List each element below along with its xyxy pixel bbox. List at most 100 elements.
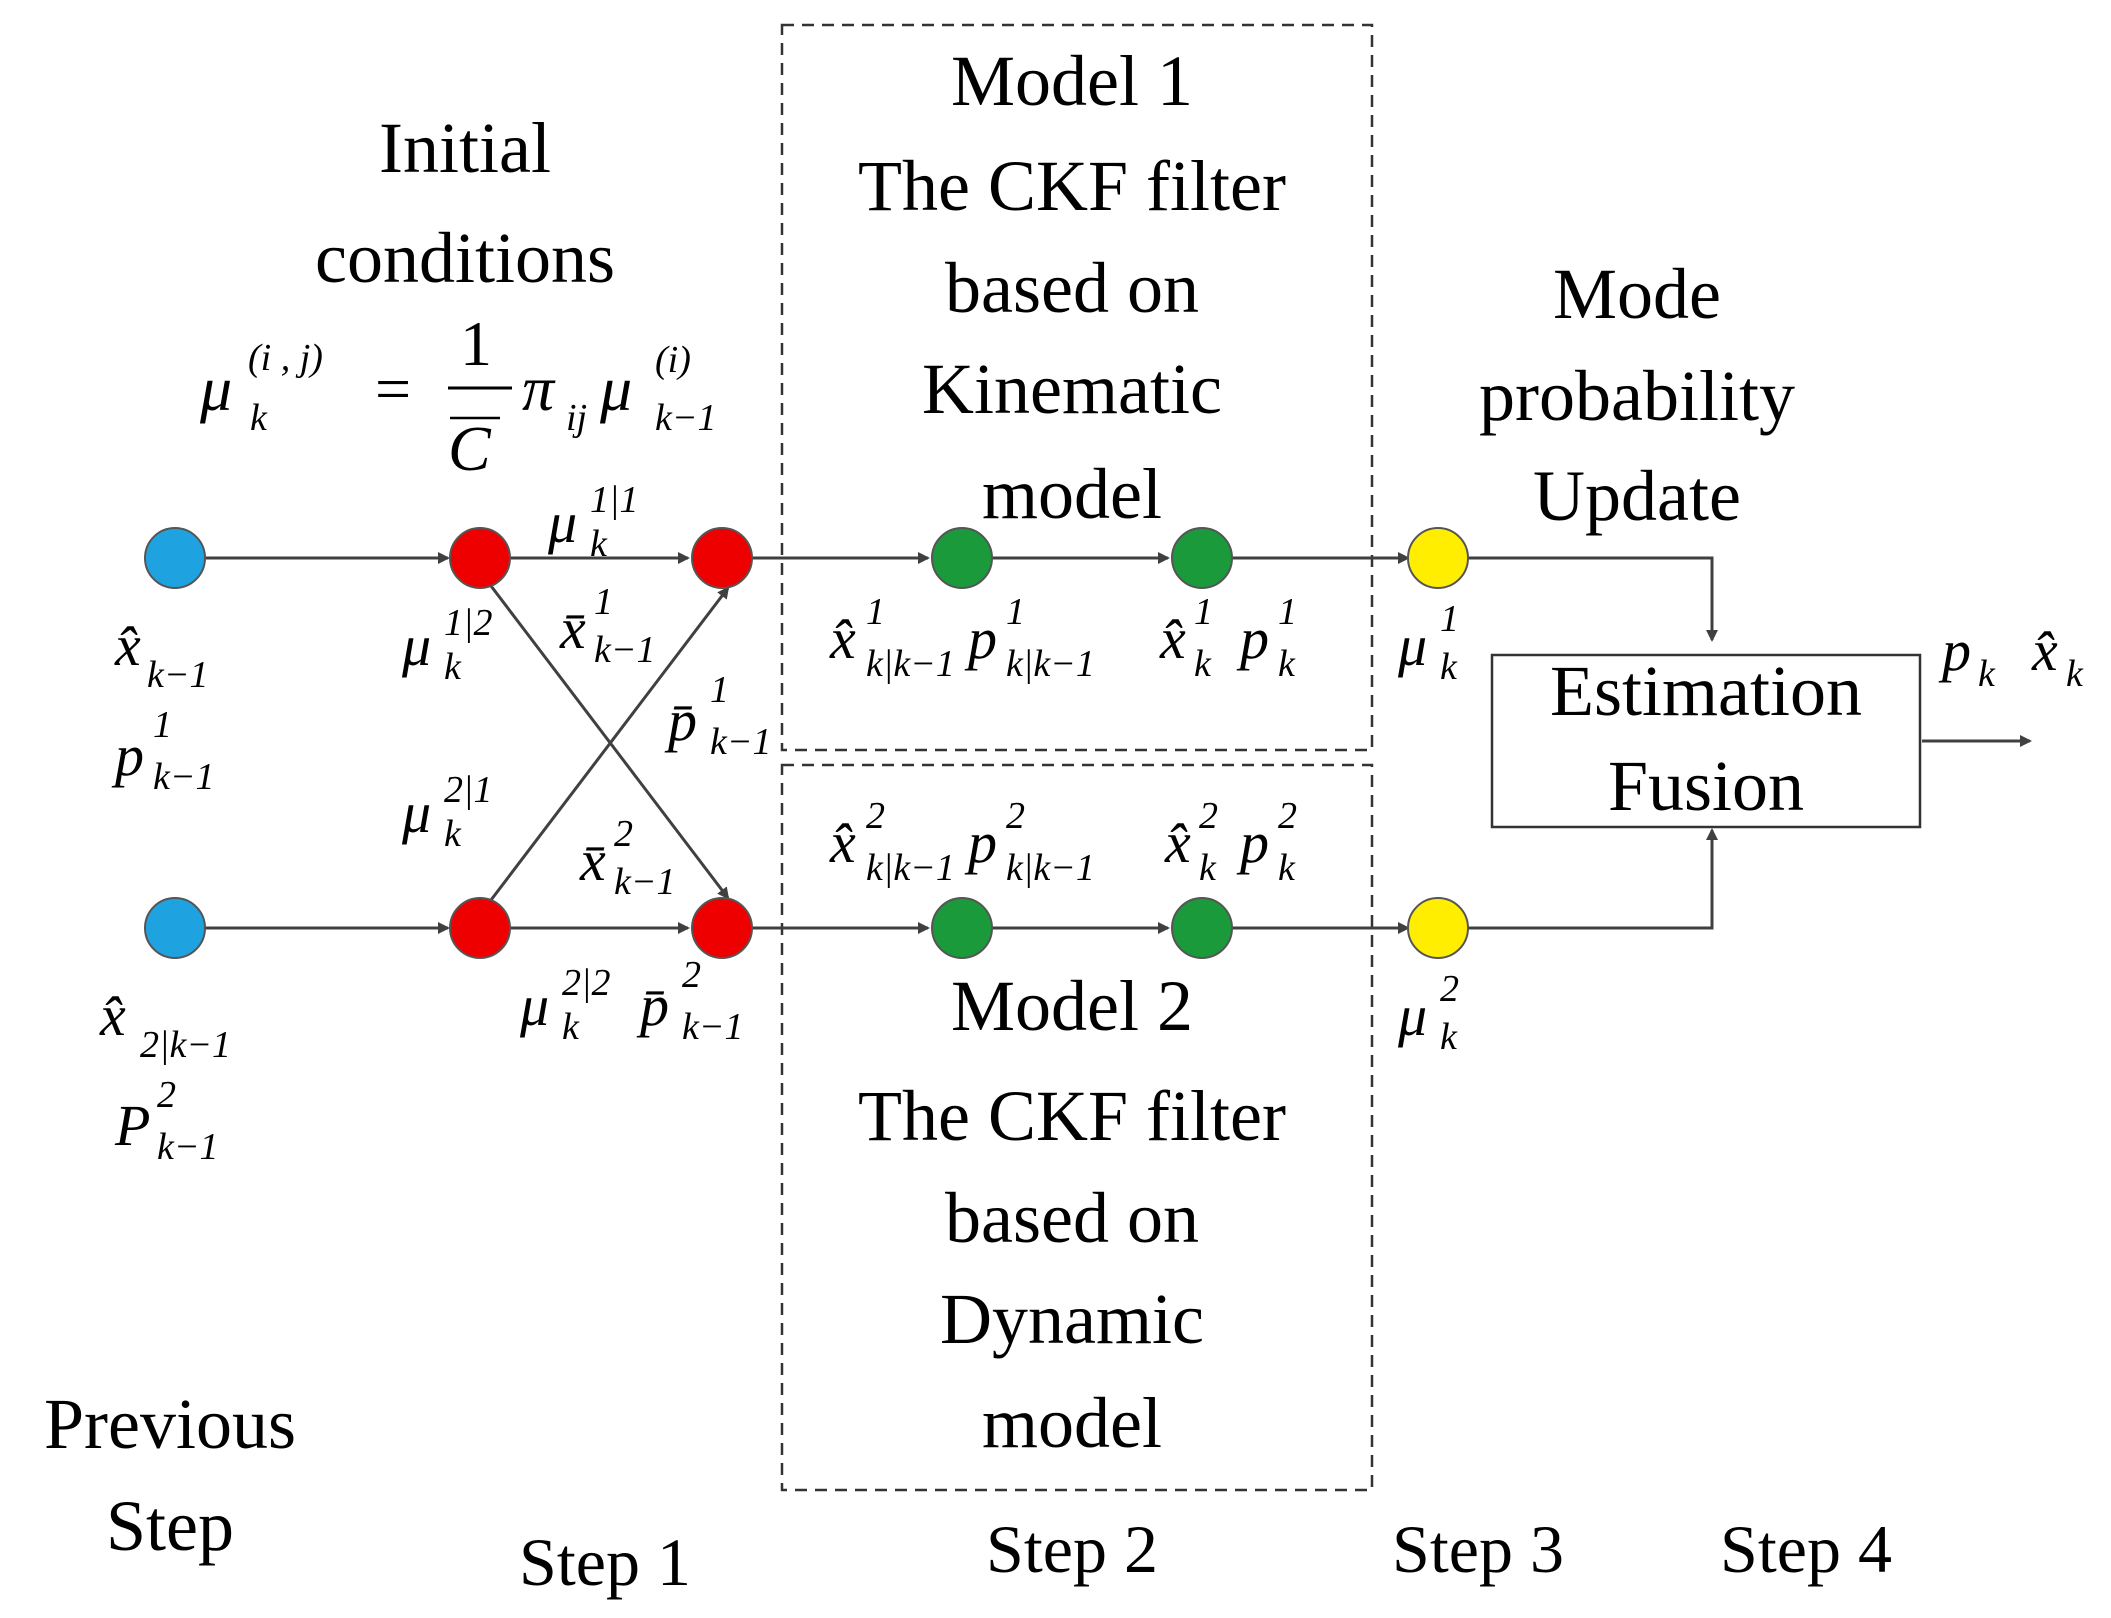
svg-text:k: k — [562, 1006, 580, 1048]
svg-text:(i , j): (i , j) — [248, 337, 323, 379]
node-mix-in-2 — [449, 897, 511, 959]
svg-text:μ: μ — [401, 613, 431, 678]
svg-text:1: 1 — [153, 704, 172, 746]
svg-text:k|k−1: k|k−1 — [866, 847, 955, 889]
svg-text:k: k — [2066, 653, 2084, 695]
label-output: p k x̂ k — [1938, 618, 2084, 695]
svg-text:x̂: x̂ — [1159, 606, 1186, 671]
svg-text:2: 2 — [682, 954, 701, 996]
svg-text:1|1: 1|1 — [590, 479, 638, 521]
label-pbar2: p̄ 2 k−1 — [636, 954, 744, 1048]
previous-step-line2: Step — [106, 1486, 234, 1566]
label-mu-k1: μ 1 k — [1397, 598, 1459, 688]
initial-line2: conditions — [315, 218, 615, 298]
step-2-label: Step 2 — [986, 1511, 1158, 1587]
label-mu22: μ 2|2 k — [519, 962, 610, 1048]
svg-text:k: k — [250, 397, 268, 439]
estimation-fusion-box — [1490, 653, 1922, 829]
svg-text:p̄: p̄ — [636, 973, 669, 1038]
label-xbar1: x̄ 1 k−1 — [559, 581, 656, 671]
svg-text:2|1: 2|1 — [444, 769, 492, 811]
mixing-formula: μ (i , j) k = 1 C π ij μ (i) k−1 — [199, 308, 717, 484]
svg-text:k: k — [590, 523, 608, 565]
label-xupd2: x̂ 2 k — [1164, 795, 1218, 889]
svg-text:2: 2 — [1199, 795, 1218, 837]
svg-text:k−1: k−1 — [153, 756, 215, 798]
svg-text:μ: μ — [599, 353, 632, 424]
nodes — [144, 527, 1469, 959]
label-mu21: μ 2|1 k — [401, 769, 492, 855]
mode-prob-line2: probability — [1479, 356, 1795, 436]
svg-text:k: k — [1199, 847, 1217, 889]
model2-line4: Dynamic — [940, 1279, 1204, 1359]
svg-text:p: p — [964, 810, 997, 875]
svg-text:k|k−1: k|k−1 — [1006, 847, 1095, 889]
svg-text:k−1: k−1 — [710, 721, 772, 763]
label-x-prev1: x̂ k−1 — [114, 613, 209, 696]
label-xupd1: x̂ 1 k — [1159, 591, 1213, 685]
svg-text:2|2: 2|2 — [562, 962, 610, 1004]
label-xpred2: x̂ 2 k|k−1 — [829, 795, 955, 889]
fusion-line1: Estimation — [1550, 651, 1862, 731]
svg-text:k: k — [444, 646, 462, 688]
svg-text:k−1: k−1 — [594, 629, 656, 671]
label-xbar2: x̄ 2 k−1 — [579, 813, 676, 903]
svg-text:2: 2 — [1440, 968, 1459, 1010]
svg-text:1: 1 — [1278, 591, 1297, 633]
label-pbar1: p̄ 1 k−1 — [664, 669, 772, 763]
svg-text:x̂: x̂ — [2031, 618, 2058, 683]
previous-step-line1: Previous — [44, 1384, 296, 1464]
model2-line2: The CKF filter — [858, 1076, 1286, 1156]
svg-text:k−1: k−1 — [655, 397, 717, 439]
svg-text:1: 1 — [594, 581, 613, 623]
svg-text:μ: μ — [519, 973, 549, 1038]
model1-line1: Model 1 — [951, 41, 1193, 121]
svg-text:1|2: 1|2 — [444, 602, 492, 644]
node-upd-1 — [1171, 527, 1233, 589]
node-pred-2 — [931, 897, 993, 959]
svg-text:p: p — [111, 723, 144, 788]
svg-text:=: = — [375, 353, 411, 424]
model1-line5: model — [982, 454, 1162, 534]
svg-text:x̂: x̂ — [829, 810, 856, 875]
svg-text:p: p — [1236, 810, 1269, 875]
svg-text:p: p — [1236, 606, 1269, 671]
svg-text:2|k−1: 2|k−1 — [140, 1024, 231, 1066]
svg-text:2: 2 — [866, 795, 885, 837]
svg-text:p̄: p̄ — [664, 688, 697, 753]
svg-text:2: 2 — [157, 1074, 176, 1116]
step-1-label: Step 1 — [519, 1524, 691, 1600]
svg-text:1: 1 — [1440, 598, 1459, 640]
model1-line4: Kinematic — [922, 349, 1222, 429]
step-4-label: Step 4 — [1720, 1511, 1892, 1587]
model1-line3: based on — [945, 248, 1199, 328]
connections — [205, 552, 2032, 934]
svg-text:k: k — [1278, 847, 1296, 889]
svg-text:p: p — [1938, 618, 1971, 683]
svg-text:k: k — [444, 813, 462, 855]
node-mix-in-1 — [449, 527, 511, 589]
node-mix-out-1 — [691, 527, 753, 589]
svg-text:1: 1 — [1194, 591, 1213, 633]
label-ppred2: p 2 k|k−1 — [964, 795, 1095, 889]
svg-text:1: 1 — [710, 669, 729, 711]
node-pred-1 — [931, 527, 993, 589]
svg-text:1: 1 — [460, 308, 492, 379]
svg-text:k: k — [1278, 643, 1296, 685]
node-mix-out-2 — [691, 897, 753, 959]
model2-line3: based on — [945, 1178, 1199, 1258]
node-upd-2 — [1171, 897, 1233, 959]
svg-text:x̄: x̄ — [559, 596, 586, 661]
svg-text:k−1: k−1 — [157, 1126, 219, 1168]
label-p-prev2: P 2 k−1 — [114, 1074, 219, 1168]
initial-line1: Initial — [379, 108, 551, 188]
svg-text:μ: μ — [1397, 983, 1427, 1048]
svg-text:C: C — [448, 413, 492, 484]
model2-dashed-box — [780, 763, 1374, 1492]
node-prob-1 — [1407, 527, 1469, 589]
node-prev-2 — [144, 897, 206, 959]
step-3-label: Step 3 — [1392, 1511, 1564, 1587]
svg-text:x̂: x̂ — [114, 613, 141, 678]
label-mu12: μ 1|2 k — [401, 602, 492, 688]
svg-text:k−1: k−1 — [147, 654, 209, 696]
